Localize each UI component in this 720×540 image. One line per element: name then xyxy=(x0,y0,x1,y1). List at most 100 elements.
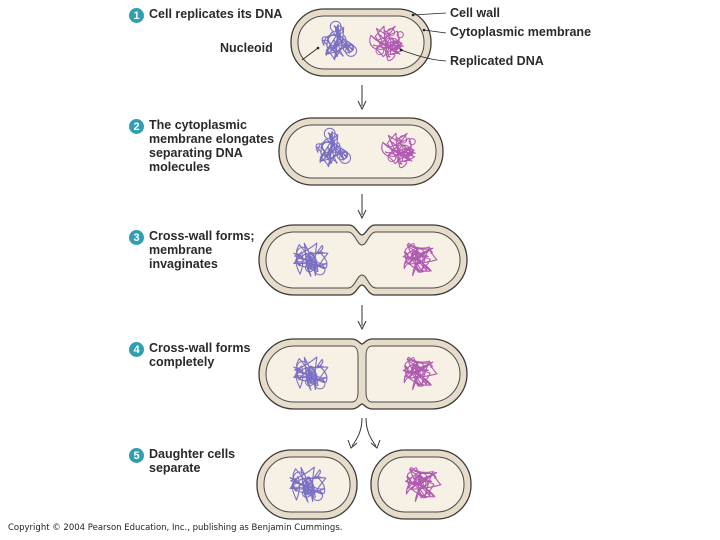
dna-magenta-3 xyxy=(402,242,438,277)
step-line: membrane elongates xyxy=(149,132,275,146)
dna-loop xyxy=(412,253,424,265)
dna-loop xyxy=(339,151,352,164)
dna-loop xyxy=(304,263,315,273)
step-line: membrane xyxy=(149,243,213,257)
dna-loop xyxy=(329,20,342,33)
cell-stage-5 xyxy=(256,449,472,520)
dna-blue-2 xyxy=(315,127,352,168)
step-2: 2 The cytoplasmic membrane elongates sep… xyxy=(129,118,274,174)
dna-loop xyxy=(335,25,344,35)
dna-loop xyxy=(314,378,326,390)
nucleoid-dna-1 xyxy=(321,20,358,61)
leader-replicated-dna xyxy=(400,49,447,62)
cell-stage-2 xyxy=(278,117,444,186)
dna-blue-3 xyxy=(293,242,329,277)
dna-loop xyxy=(397,144,407,154)
dna-loop xyxy=(398,135,408,144)
cell-stage-3 xyxy=(258,224,468,296)
dna-loop xyxy=(375,46,385,56)
step-line: separating DNA xyxy=(149,146,243,160)
dna-loop xyxy=(415,478,427,490)
dna-loop xyxy=(342,42,354,54)
dna-loop xyxy=(417,486,428,497)
dna-loop xyxy=(296,246,310,260)
dna-loop xyxy=(414,362,425,372)
dna-loop xyxy=(336,149,348,161)
label-replicated-dna: Replicated DNA xyxy=(450,54,544,68)
split-arrows xyxy=(347,417,381,449)
dna-loop xyxy=(314,264,326,276)
dna-loop xyxy=(321,141,333,153)
dna-loop xyxy=(308,369,317,377)
arrow-2-3 xyxy=(357,194,367,220)
dna-loop xyxy=(406,147,414,156)
dna-loop xyxy=(301,488,312,498)
arrow-1-2 xyxy=(357,85,367,111)
step-5: 5 Daughter cells separate xyxy=(129,447,235,475)
leader-lines xyxy=(301,12,447,62)
dna-strand xyxy=(321,23,354,61)
step-number-badge: 2 xyxy=(129,119,144,134)
dna-loop xyxy=(308,255,317,263)
dna-blue-4 xyxy=(293,356,329,391)
step-description: Daughter cells separate xyxy=(149,447,235,475)
dna-loop xyxy=(305,480,314,488)
dna-loop xyxy=(418,472,428,483)
dna-strand xyxy=(402,242,438,277)
dna-loop xyxy=(399,144,411,156)
dna-loop xyxy=(327,34,339,47)
step-line: molecules xyxy=(149,160,211,174)
step-number-badge: 5 xyxy=(129,448,144,463)
label-cytoplasmic-membrane: Cytoplasmic membrane xyxy=(450,25,592,39)
dna-strand xyxy=(381,132,416,169)
dna-loop xyxy=(296,360,310,374)
step-description: Cell replicates its DNA xyxy=(149,7,282,21)
dna-strand xyxy=(289,466,327,503)
step-line: Cross-wall forms; xyxy=(149,229,255,243)
dna-magenta-5 xyxy=(404,466,442,503)
dna-loop xyxy=(387,153,397,163)
step-line: Cross-wall forms xyxy=(149,341,251,355)
leader-nucleoid xyxy=(301,47,319,61)
dna-loop xyxy=(329,132,338,142)
step-line: Daughter cells xyxy=(149,447,236,461)
dna-loop xyxy=(385,37,395,47)
dna-loop xyxy=(307,371,318,382)
dna-loop xyxy=(312,490,324,501)
dna-loop xyxy=(345,44,358,57)
cell-stage-4 xyxy=(258,338,468,410)
arrow-3-4 xyxy=(357,305,367,331)
step-line: invaginates xyxy=(149,257,218,271)
dna-loop xyxy=(323,127,336,140)
dna-loop xyxy=(394,40,402,49)
step-1: 1 Cell replicates its DNA xyxy=(129,7,282,23)
dna-blue-5 xyxy=(289,466,327,503)
dna-loop xyxy=(414,248,425,258)
dna-loop xyxy=(386,28,396,37)
dna-loop xyxy=(408,138,416,146)
dna-loop xyxy=(293,471,306,485)
cell-stage-1 xyxy=(290,8,432,77)
dna-magenta-4 xyxy=(402,356,438,391)
dna-loop xyxy=(414,375,425,386)
step-4: 4 Cross-wall forms completely xyxy=(129,341,250,369)
step-number-badge: 3 xyxy=(129,230,144,245)
cytoplasmic-membrane-1 xyxy=(297,15,425,70)
label-cell-wall: Cell wall xyxy=(450,6,501,20)
dna-loop xyxy=(396,31,404,39)
step-description: The cytoplasmic membrane elongates separ… xyxy=(149,118,274,174)
step-number-badge: 1 xyxy=(129,8,144,23)
step-description: Cross-wall forms completely xyxy=(149,341,250,369)
dna-magenta-2 xyxy=(381,132,416,169)
dna-loop xyxy=(307,257,318,268)
leader-cell-wall xyxy=(412,12,447,16)
step-description: Cross-wall forms; membrane invaginates xyxy=(149,229,255,271)
dna-strand xyxy=(315,130,348,168)
leader-cytoplasmic-membrane xyxy=(423,29,447,34)
dna-loop xyxy=(304,377,315,387)
step-3: 3 Cross-wall forms; membrane invaginates xyxy=(129,229,255,271)
dna-loop xyxy=(387,37,399,49)
dna-loop xyxy=(304,482,315,494)
copyright-notice: Copyright © 2004 Pearson Education, Inc.… xyxy=(8,523,343,533)
